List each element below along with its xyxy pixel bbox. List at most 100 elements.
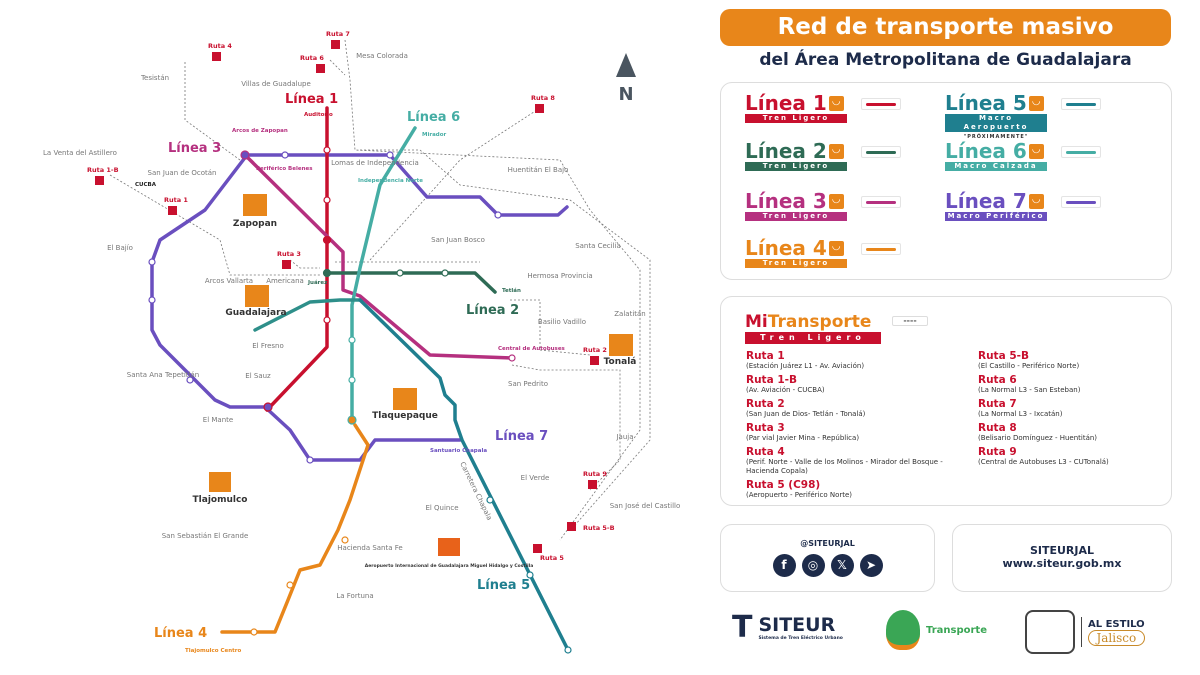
smile-icon: ◡ xyxy=(828,143,844,159)
linea-1-line[interactable] xyxy=(265,106,329,412)
route-desc: (Estación Juárez L1 - Av. Aviación) xyxy=(746,362,865,370)
jalisco-text: Jalisco xyxy=(1088,629,1145,646)
map-line-label: Línea 3 xyxy=(168,141,221,156)
bus-icon xyxy=(282,260,291,269)
area-label: Lomas de Independencia xyxy=(331,159,419,167)
ruta-dash-swatch: ---- xyxy=(892,316,928,326)
linea-4-line[interactable] xyxy=(220,423,370,634)
ruta-label: Ruta 1-B xyxy=(87,166,119,174)
area-label: San José del Castillo xyxy=(610,502,681,510)
route-name: Ruta 2 xyxy=(746,398,785,410)
smile-icon: ◡ xyxy=(828,240,844,256)
area-label: Mesa Colorada xyxy=(356,52,408,60)
line-swatch xyxy=(1061,146,1101,158)
route-item: Ruta 9(Central de Autobuses L3 - CUTonal… xyxy=(978,446,1200,467)
line-swatch xyxy=(861,196,901,208)
route-item: Ruta 1-B(Av. Aviación - CUCBA) xyxy=(746,374,976,395)
city-label: Tlaquepaque xyxy=(372,411,438,421)
telegram-icon[interactable]: ➤ xyxy=(859,554,883,577)
bus-icon xyxy=(168,206,177,215)
map-line-labels: Línea 1 Línea 2 Línea 3 Línea 4 Línea 5 … xyxy=(154,92,548,641)
website-url[interactable]: www.siteur.gob.mx xyxy=(1002,557,1122,570)
route-item: Ruta 6(La Normal L3 - San Esteban) xyxy=(978,374,1200,395)
airport-icon xyxy=(438,538,460,556)
bus-icon xyxy=(212,52,221,61)
bus-icon xyxy=(95,176,104,185)
city-label: Zapopan xyxy=(233,219,277,229)
line-sub: Tren Ligero xyxy=(745,212,847,221)
line-name: Línea 7 xyxy=(945,189,1027,213)
route-name: Ruta 5-B xyxy=(978,350,1029,362)
area-label: San Juan de Ocotán xyxy=(148,169,217,177)
line-sub: Macro Calzada xyxy=(945,162,1047,171)
area-label: El Verde xyxy=(521,474,550,482)
ruta-label: Ruta 5 xyxy=(540,554,564,562)
legend-linea-7: Línea 7◡Macro Periférico xyxy=(945,190,1101,221)
siteur-logo: T SITEUR Sistema de Tren Eléctrico Urban… xyxy=(732,610,843,645)
smile-icon: ◡ xyxy=(1028,193,1044,209)
area-label: Americana xyxy=(266,277,304,285)
route-item: Ruta 7(La Normal L3 - Ixcatán) xyxy=(978,398,1200,419)
linea-5-line[interactable] xyxy=(358,298,570,652)
area-label: Tesistán xyxy=(140,74,169,82)
line-sub: Tren Ligero xyxy=(745,114,847,123)
line-swatch xyxy=(861,98,901,110)
smile-icon: ◡ xyxy=(828,95,844,111)
line-swatch xyxy=(1061,196,1101,208)
route-desc: (Av. Aviación - CUCBA) xyxy=(746,386,825,394)
transporte-label: Transporte xyxy=(926,624,987,636)
route-desc: (Aeropuerto - Periférico Norte) xyxy=(746,491,853,499)
x-icon[interactable]: 𝕏 xyxy=(830,554,854,577)
linea-6-west-line[interactable] xyxy=(253,298,362,332)
area-label: Santa Cecilia xyxy=(575,242,621,250)
station-label: Juárez xyxy=(307,279,327,286)
area-label: San Juan Bosco xyxy=(431,236,485,244)
line-sub: Macro Aeropuerto xyxy=(945,114,1047,132)
facebook-icon[interactable]: f xyxy=(772,554,796,577)
legend-linea-2: Línea 2◡Tren Ligero xyxy=(745,140,901,171)
bus-icon xyxy=(533,544,542,553)
social-handle: @SITEURJAL xyxy=(800,539,855,548)
route-desc: (Par vial Javier Mina - República) xyxy=(746,434,860,442)
line-name: Línea 6 xyxy=(945,139,1027,163)
linea-3-line[interactable] xyxy=(243,153,514,360)
ruta-label: Ruta 1 xyxy=(164,196,188,204)
map-line-label: Línea 6 xyxy=(407,110,460,125)
line-name: Línea 2 xyxy=(745,139,827,163)
jalisco-logo: AL ESTILO Jalisco xyxy=(1025,610,1145,654)
station-label: Auditorio xyxy=(304,112,333,118)
smile-icon: ◡ xyxy=(828,193,844,209)
ruta-label: Ruta 9 xyxy=(583,470,607,478)
route-desc: (La Normal L3 - Ixcatán) xyxy=(978,410,1063,418)
ruta-label: Ruta 7 xyxy=(326,30,350,38)
transit-map[interactable]: N Tesistán Villas de Guadalupe Mesa Colo… xyxy=(0,0,700,675)
ruta-label: Ruta 3 xyxy=(277,250,301,258)
mi-text: Mi xyxy=(745,312,768,332)
area-label: San Sebastián El Grande xyxy=(162,532,249,540)
social-panel: @SITEURJAL f ◎ 𝕏 ➤ xyxy=(720,524,935,592)
north-arrow-icon: N xyxy=(616,53,636,105)
route-desc: (Central de Autobuses L3 - CUTonalá) xyxy=(978,458,1109,466)
station-label: Mirador xyxy=(422,132,446,138)
legend-linea-3: Línea 3◡Tren Ligero xyxy=(745,190,901,221)
instagram-icon[interactable]: ◎ xyxy=(801,554,825,577)
line-swatch xyxy=(1061,98,1101,110)
city-label: Tonalá xyxy=(604,357,637,367)
line-name: Línea 1 xyxy=(745,91,827,115)
route-name: Ruta 6 xyxy=(978,374,1017,386)
area-label: Basilio Vadillo xyxy=(538,318,586,326)
linea-2-line[interactable] xyxy=(325,271,497,294)
ruta-dashed-lines xyxy=(109,39,651,541)
station-markers xyxy=(148,146,572,654)
page-subtitle: del Área Metropolitana de Guadalajara xyxy=(759,50,1132,70)
bus-icon xyxy=(331,40,340,49)
route-name: Ruta 7 xyxy=(978,398,1017,410)
area-label: Jauja xyxy=(615,433,633,441)
route-name: Ruta 1 xyxy=(746,350,785,362)
airport-label: Aeropuerto Internacional de Guadalajara … xyxy=(365,563,534,569)
legend-linea-1: Línea 1◡ Tren Ligero xyxy=(745,92,901,123)
transporte-logo: Transporte xyxy=(886,610,987,650)
station-label: Independencia Norte xyxy=(358,178,423,184)
linea-7-line[interactable] xyxy=(150,153,569,462)
station-label: Periférico Belenes xyxy=(256,165,313,172)
